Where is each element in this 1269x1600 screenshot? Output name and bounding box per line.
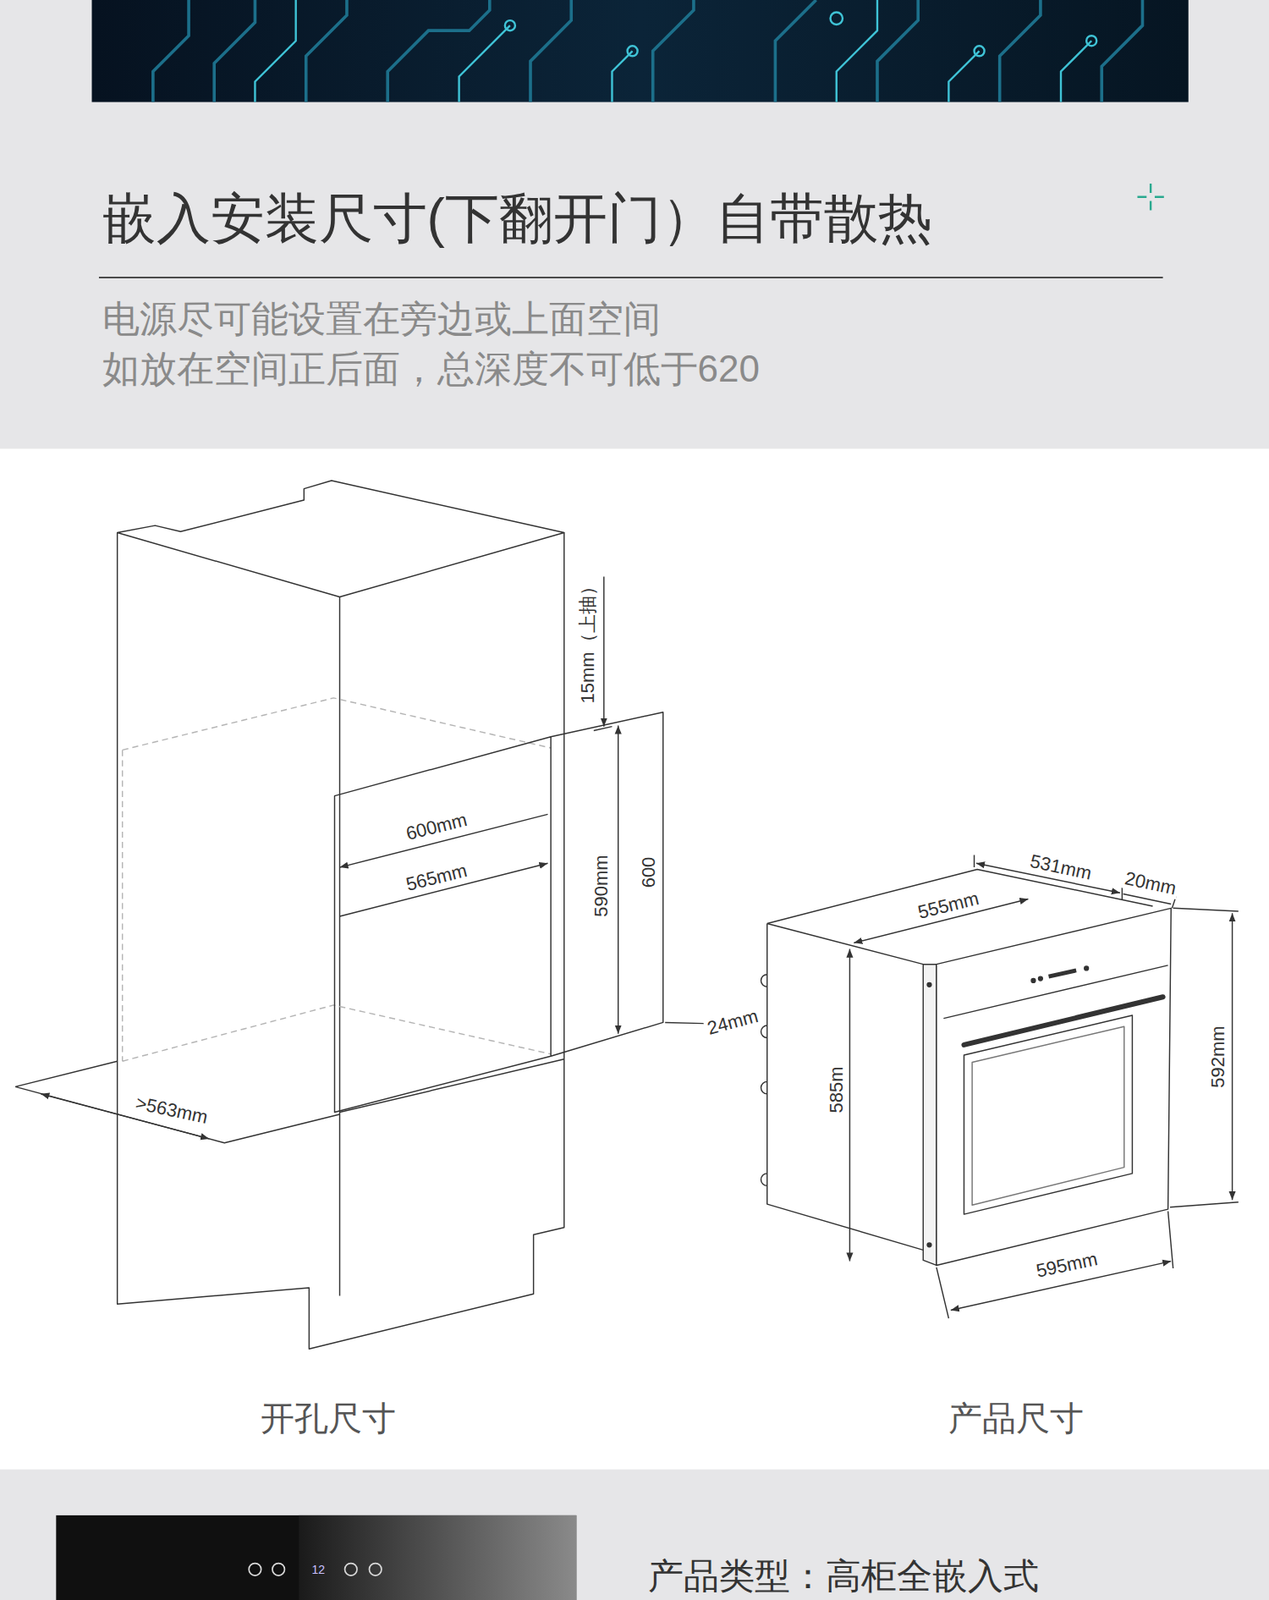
circuit-pads	[505, 11, 1097, 56]
title-rule	[98, 276, 1164, 279]
circuit-pad	[1086, 35, 1097, 46]
button-dot	[1038, 976, 1043, 981]
panel-photo-glass	[298, 1515, 577, 1600]
panel-icon	[272, 1563, 285, 1576]
dimension-line	[1231, 912, 1233, 1200]
button-dot	[1084, 966, 1089, 971]
circuit-pad	[974, 45, 985, 56]
circuit-traces-bright	[254, 0, 1092, 103]
oven-flange	[922, 964, 937, 1266]
cabinet-drawing	[15, 480, 704, 1349]
dimension-line	[617, 725, 619, 1033]
footer-ground	[0, 1469, 1269, 1600]
floor-plane	[15, 1060, 340, 1143]
cutout-side	[550, 712, 664, 1056]
circuit-banner	[92, 0, 1189, 103]
figure-caption: 开孔尺寸	[260, 1398, 396, 1438]
dimension-label: 600	[637, 854, 660, 891]
dimension-label: 585m	[825, 1063, 847, 1116]
cabinet-outline	[117, 532, 565, 1350]
door-window-inner	[972, 1026, 1125, 1205]
shelf-edge	[340, 1059, 565, 1113]
dimension-label: 592mm	[1207, 1023, 1229, 1091]
leader-line	[664, 1021, 704, 1023]
screw-dot	[927, 1242, 932, 1248]
screw-dot	[927, 982, 932, 987]
control-strip	[943, 965, 1168, 1019]
note-text: 如放在空间正后面，总深度不可低于620	[102, 347, 760, 391]
panel-icon	[345, 1563, 358, 1576]
dimension-line	[603, 576, 605, 726]
dimension-label: 590mm	[591, 851, 613, 919]
extension-line	[936, 1211, 1174, 1319]
door-handle	[963, 996, 1163, 1045]
page-title: 嵌入安装尺寸(下翻开门）自带散热	[102, 187, 933, 251]
extension-line	[1170, 907, 1239, 1207]
button-dot	[1031, 978, 1036, 984]
plus-icon	[1137, 183, 1164, 210]
oven-display	[1049, 970, 1077, 977]
panel-icon	[248, 1563, 261, 1576]
oven-front	[936, 907, 1171, 1265]
circuit-pad	[830, 11, 843, 24]
circuit-traces	[153, 0, 1143, 103]
header-ground	[0, 0, 1269, 450]
spec-text: 产品类型：高柜全嵌入式	[648, 1555, 1039, 1597]
circuit-pad	[627, 45, 638, 56]
cutout-opening	[334, 736, 551, 1113]
cabinet-edge	[339, 597, 341, 1297]
panel-icon	[368, 1563, 381, 1576]
panel-photo	[55, 1515, 577, 1600]
oven-side	[767, 922, 923, 1250]
hidden-lines	[122, 697, 551, 1061]
cabinet-top	[117, 480, 565, 597]
dimension-line	[849, 949, 851, 1262]
side-knobs	[761, 974, 768, 1187]
drawing-ground	[0, 449, 1269, 1470]
door-window	[963, 1015, 1132, 1215]
figure-caption: 产品尺寸	[948, 1398, 1084, 1438]
oven-drawing	[761, 855, 1239, 1319]
note-text: 电源尽可能设置在旁边或上面空间	[102, 297, 661, 341]
dimension-label: 15mm（上抽）	[576, 575, 599, 707]
circuit-pad	[505, 20, 516, 31]
display-readout: 12	[311, 1561, 325, 1576]
extension-line	[593, 726, 613, 731]
